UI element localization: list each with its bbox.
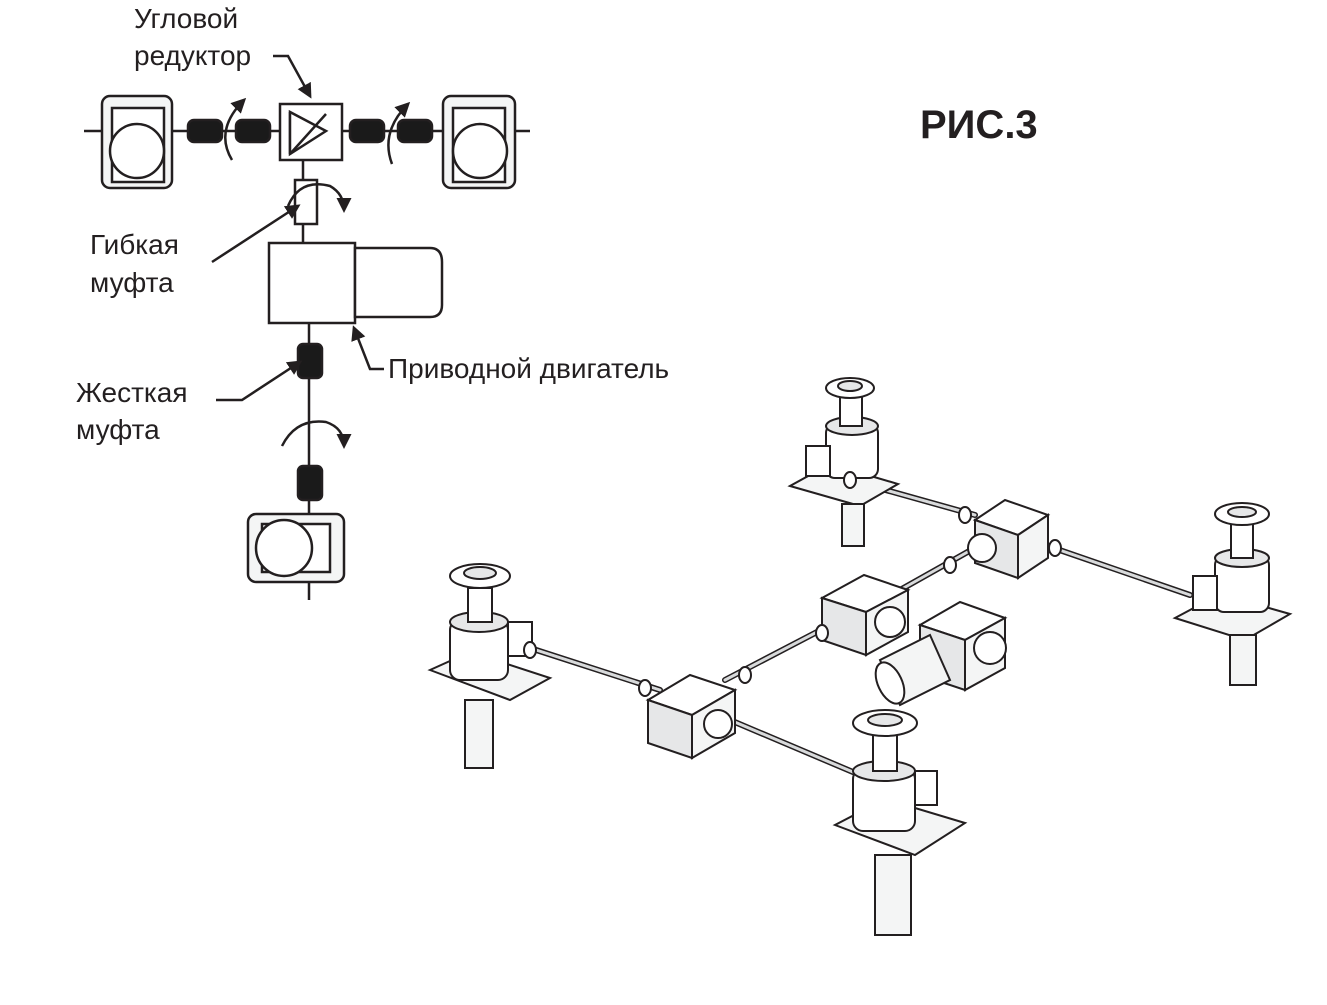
right-jack bbox=[441, 94, 517, 190]
label-rigid-coupling-line-1: Жесткая bbox=[76, 377, 188, 408]
rigid-coupling-vertical-1 bbox=[296, 342, 324, 380]
label-flexible-coupling-line-1: Гибкая bbox=[90, 229, 179, 260]
rotation-arrow-left bbox=[224, 97, 247, 161]
label-drive-motor: Приводной двигатель bbox=[388, 353, 670, 384]
screw-jack-front-left bbox=[427, 563, 553, 769]
label-flexible-coupling-line-2: муфта bbox=[90, 267, 174, 298]
leader-flexible-coupling bbox=[211, 204, 301, 264]
rigid-coupling-left-2 bbox=[234, 118, 272, 144]
screw-jack-back-right bbox=[1172, 502, 1293, 686]
gearbox-back bbox=[967, 498, 1051, 580]
gearbox-middle bbox=[819, 573, 911, 657]
leader-rigid-coupling bbox=[216, 360, 303, 402]
rigid-coupling-left-1 bbox=[186, 118, 224, 144]
screw-jack-front-right bbox=[832, 709, 968, 936]
bottom-jack bbox=[246, 512, 346, 584]
rotation-arrow-bottom bbox=[280, 420, 352, 449]
leader-drive-motor bbox=[351, 325, 384, 371]
figure-label: РИС.3 bbox=[920, 103, 1038, 147]
isometric-assembly bbox=[427, 377, 1293, 936]
left-jack bbox=[100, 94, 174, 190]
rigid-coupling-right-1 bbox=[348, 118, 386, 144]
screw-jack-back-left bbox=[787, 377, 901, 547]
drive-motor-symbol bbox=[267, 241, 444, 325]
rigid-coupling-right-2 bbox=[396, 118, 434, 144]
angle-gearbox-symbol bbox=[278, 102, 344, 162]
rotation-arrow-right bbox=[387, 101, 411, 165]
rotation-arrow-top bbox=[286, 183, 352, 213]
label-rigid-coupling-line-2: муфта bbox=[76, 414, 160, 445]
shaft-couplings bbox=[523, 471, 1062, 697]
label-angle-gearbox-line-1: Угловой bbox=[134, 3, 239, 34]
rigid-coupling-vertical-2 bbox=[296, 464, 324, 502]
leader-angle-gearbox bbox=[273, 54, 312, 99]
gearbox-front bbox=[645, 673, 738, 760]
schematic bbox=[84, 54, 530, 600]
label-angle-gearbox-line-2: редуктор bbox=[134, 40, 252, 71]
drive-motor-iso bbox=[874, 600, 1008, 707]
